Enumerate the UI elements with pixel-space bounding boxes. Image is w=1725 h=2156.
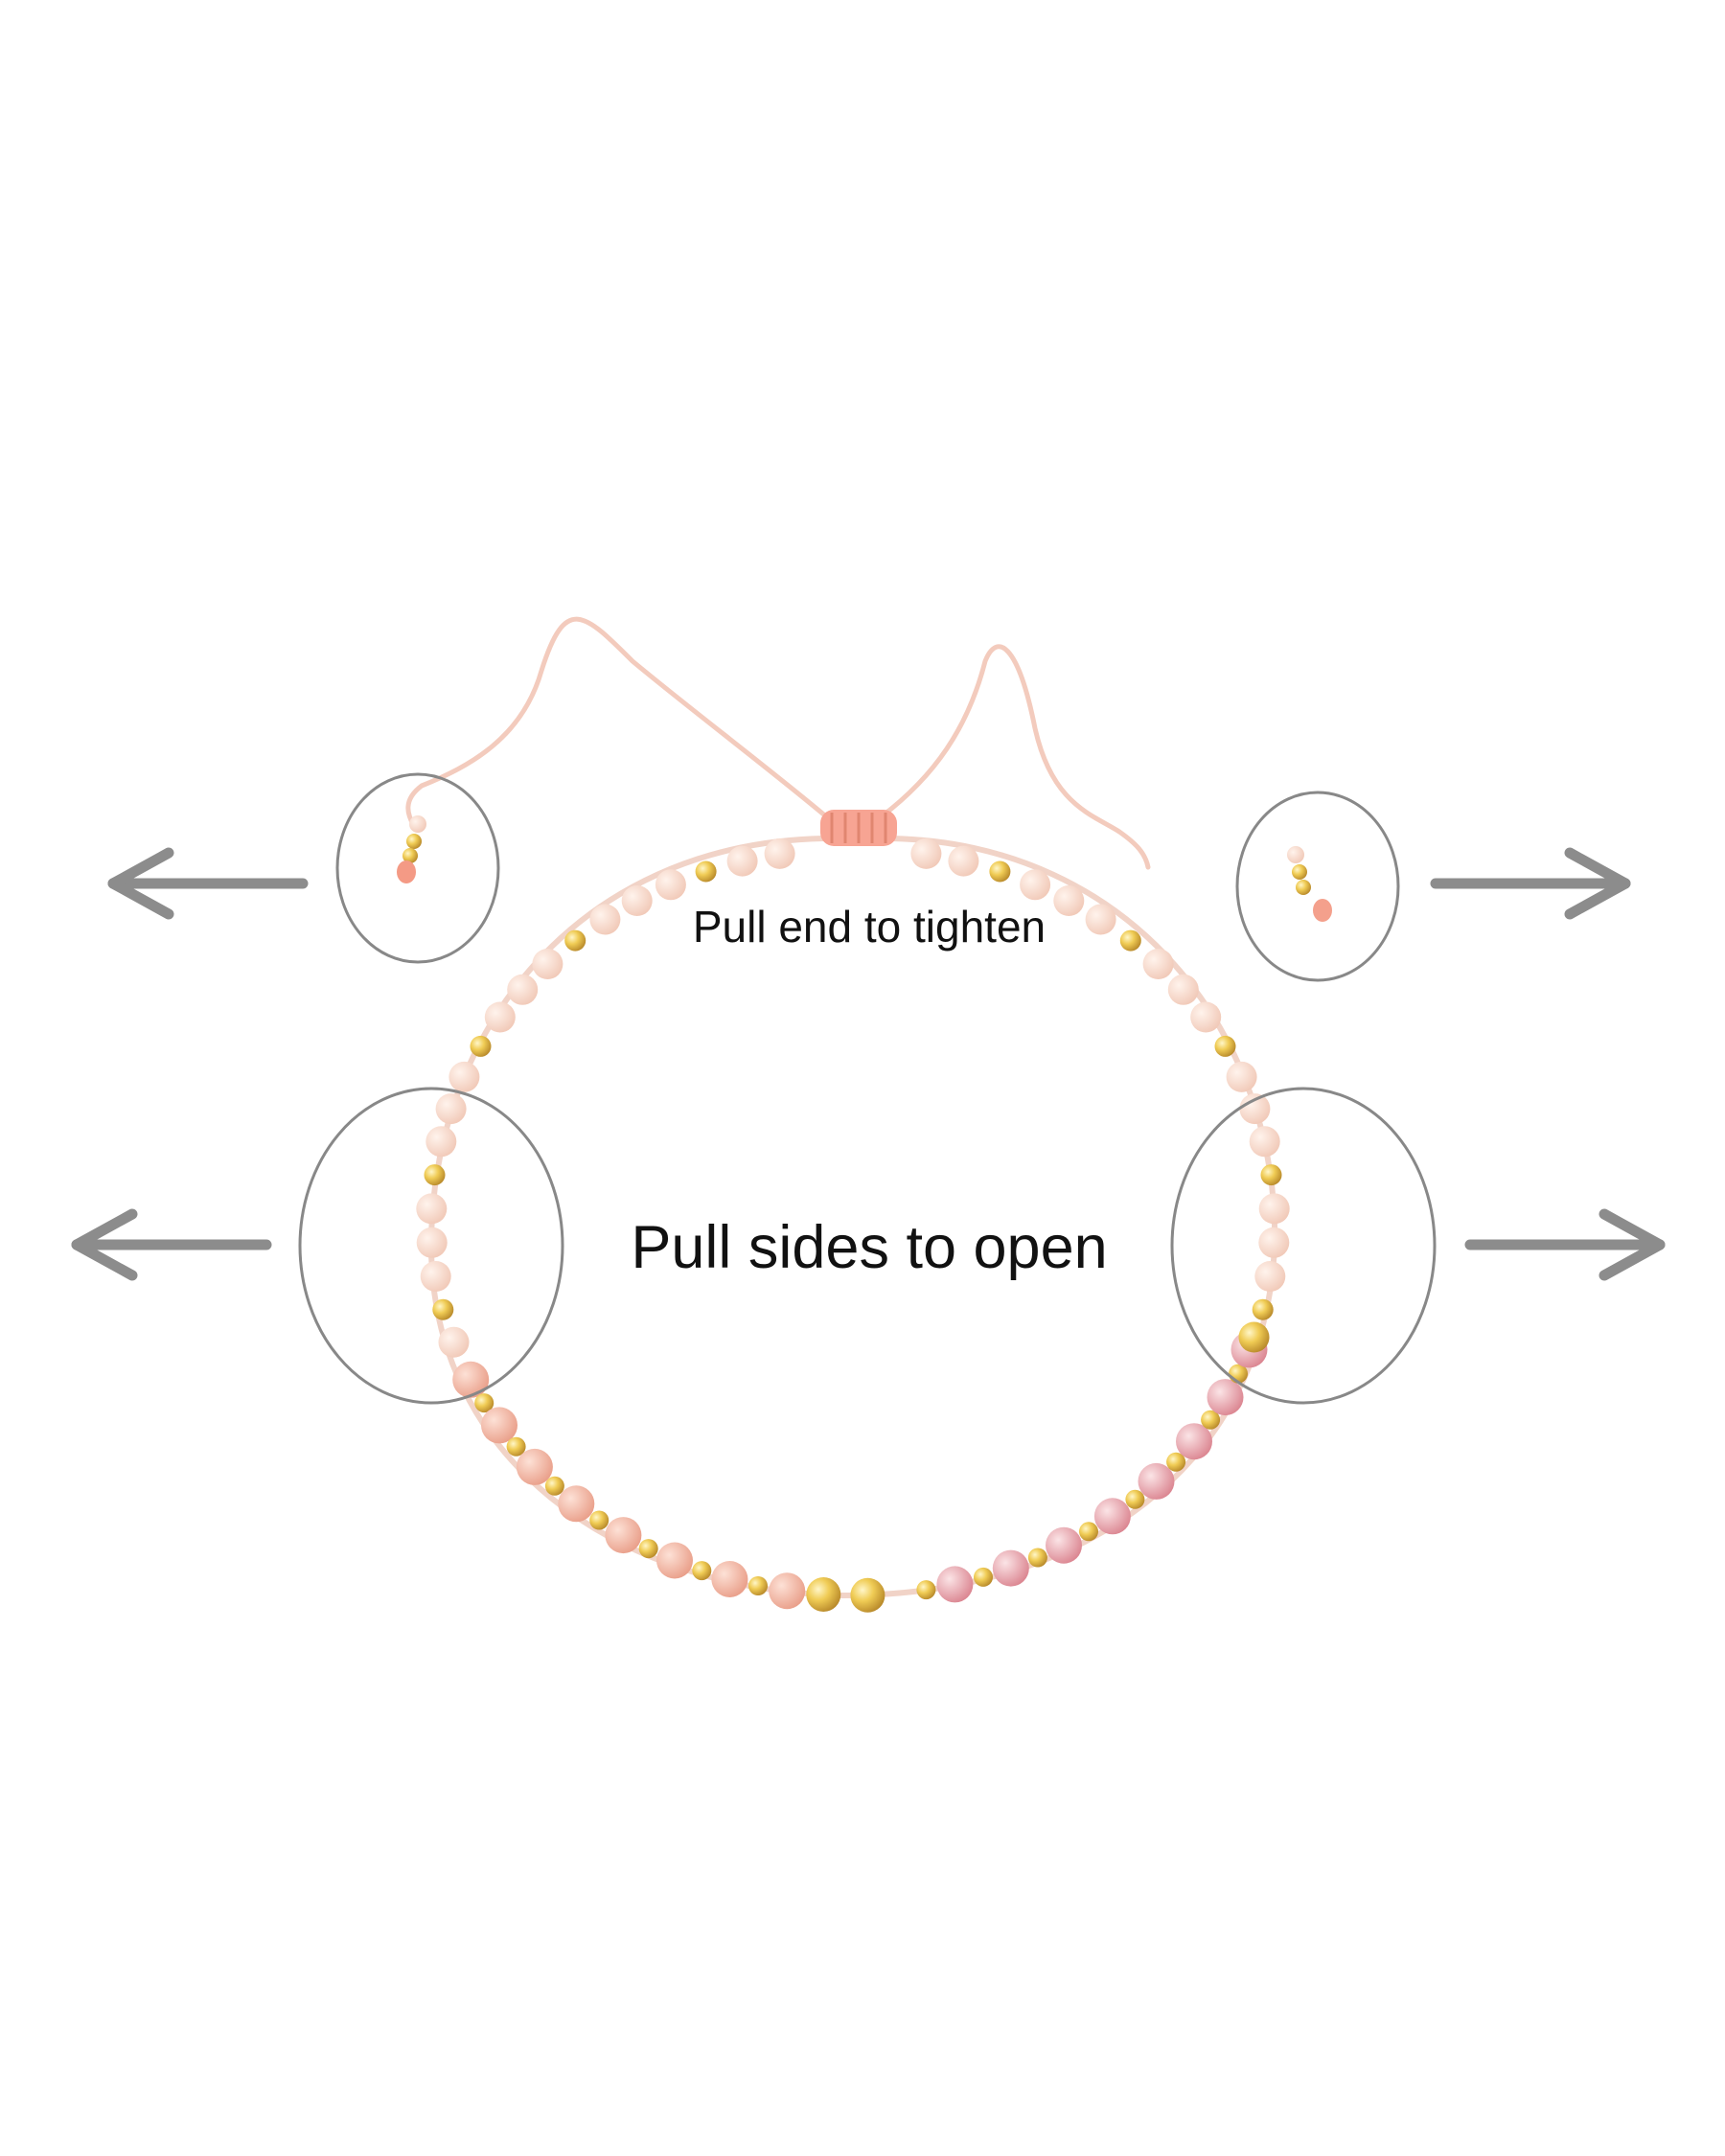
seed-bead <box>1142 949 1174 979</box>
cord-right-strand <box>879 644 1151 870</box>
seed-bead <box>1167 974 1199 1005</box>
seed-bead <box>1085 904 1116 935</box>
seed-bead <box>948 845 979 877</box>
pink-bead <box>992 1549 1029 1587</box>
gold-bead <box>1252 1298 1274 1320</box>
gold-bead <box>1260 1164 1282 1186</box>
side-circle-right <box>1170 1087 1437 1405</box>
gold-bead <box>806 1577 841 1612</box>
pull-sides-to-open-label: Pull sides to open <box>631 1214 1108 1281</box>
gold-bead <box>1125 1489 1145 1509</box>
cord-left-strand <box>405 616 829 829</box>
peach-bead <box>558 1485 595 1523</box>
pink-bead <box>1138 1462 1175 1500</box>
arrow-left-icon <box>107 847 309 920</box>
seed-bead <box>1258 1193 1290 1225</box>
gold-bead <box>424 1164 446 1186</box>
gold-bead <box>1166 1452 1186 1472</box>
peach-bead <box>711 1561 748 1597</box>
seed-bead <box>1249 1126 1280 1158</box>
side-circle-left <box>298 1087 564 1405</box>
gold-bead <box>506 1436 526 1456</box>
seed-bead <box>532 949 564 979</box>
gold-bead <box>564 929 586 952</box>
gold-bead <box>1027 1548 1047 1568</box>
pull-end-to-tighten-label: Pull end to tighten <box>692 902 1046 952</box>
gold-bead <box>1119 929 1141 952</box>
peach-bead <box>656 1542 693 1579</box>
gold-bead <box>1079 1522 1098 1542</box>
peach-bead <box>769 1572 806 1610</box>
arrow-left-icon <box>71 1208 272 1281</box>
gold-bead <box>638 1539 658 1559</box>
seed-bead <box>910 837 942 869</box>
seed-bead <box>416 1227 448 1258</box>
arrow-right-icon <box>1464 1208 1666 1281</box>
seed-bead <box>1020 869 1051 901</box>
gold-bead <box>974 1567 993 1587</box>
cord-end-circle-right <box>1235 791 1400 982</box>
seed-bead <box>1053 885 1085 916</box>
gold-bead <box>916 1580 936 1600</box>
seed-bead <box>507 974 539 1005</box>
peach-bead <box>516 1448 553 1485</box>
bracelet-beads <box>416 837 1290 1613</box>
gold-bead <box>692 1561 712 1581</box>
seed-bead <box>438 1326 470 1358</box>
gold-bead <box>989 860 1011 883</box>
gold-bead <box>850 1577 886 1613</box>
gold-bead <box>1201 1410 1221 1430</box>
seed-bead <box>1239 1093 1271 1125</box>
seed-bead <box>1190 1001 1222 1033</box>
cord-end-right <box>1287 846 1332 922</box>
seed-bead <box>1226 1061 1257 1092</box>
gold-bead <box>470 1035 492 1057</box>
cord-end-left <box>397 815 426 883</box>
pink-bead <box>936 1566 974 1603</box>
cord <box>405 616 1151 870</box>
pink-bead <box>1093 1498 1131 1535</box>
seed-bead <box>621 885 653 916</box>
gold-bead <box>544 1476 564 1496</box>
gold-bead <box>1238 1321 1270 1353</box>
gold-bead <box>589 1510 610 1530</box>
peach-bead <box>452 1361 490 1398</box>
gold-bead <box>748 1576 768 1595</box>
seed-bead <box>1258 1227 1290 1258</box>
seed-bead <box>448 1061 480 1092</box>
seed-bead <box>426 1126 457 1158</box>
seed-bead <box>655 869 686 901</box>
seed-bead <box>435 1093 467 1125</box>
pink-bead <box>1176 1423 1212 1460</box>
peach-bead <box>605 1517 642 1554</box>
seed-bead <box>1254 1261 1286 1292</box>
seed-bead <box>416 1193 448 1225</box>
seed-bead <box>764 837 795 869</box>
cord-end-circle-left <box>335 772 500 964</box>
seed-bead <box>420 1261 451 1292</box>
seed-bead <box>589 904 621 935</box>
sliding-knot <box>820 810 897 846</box>
peach-bead <box>481 1407 518 1444</box>
seed-bead <box>726 845 758 877</box>
gold-bead <box>432 1298 454 1320</box>
pink-bead <box>1207 1379 1244 1416</box>
arrow-right-icon <box>1430 847 1631 920</box>
gold-bead <box>695 860 717 883</box>
gold-bead <box>1214 1035 1236 1057</box>
pink-bead <box>1046 1526 1082 1564</box>
gold-bead <box>474 1393 494 1413</box>
seed-bead <box>484 1001 516 1033</box>
